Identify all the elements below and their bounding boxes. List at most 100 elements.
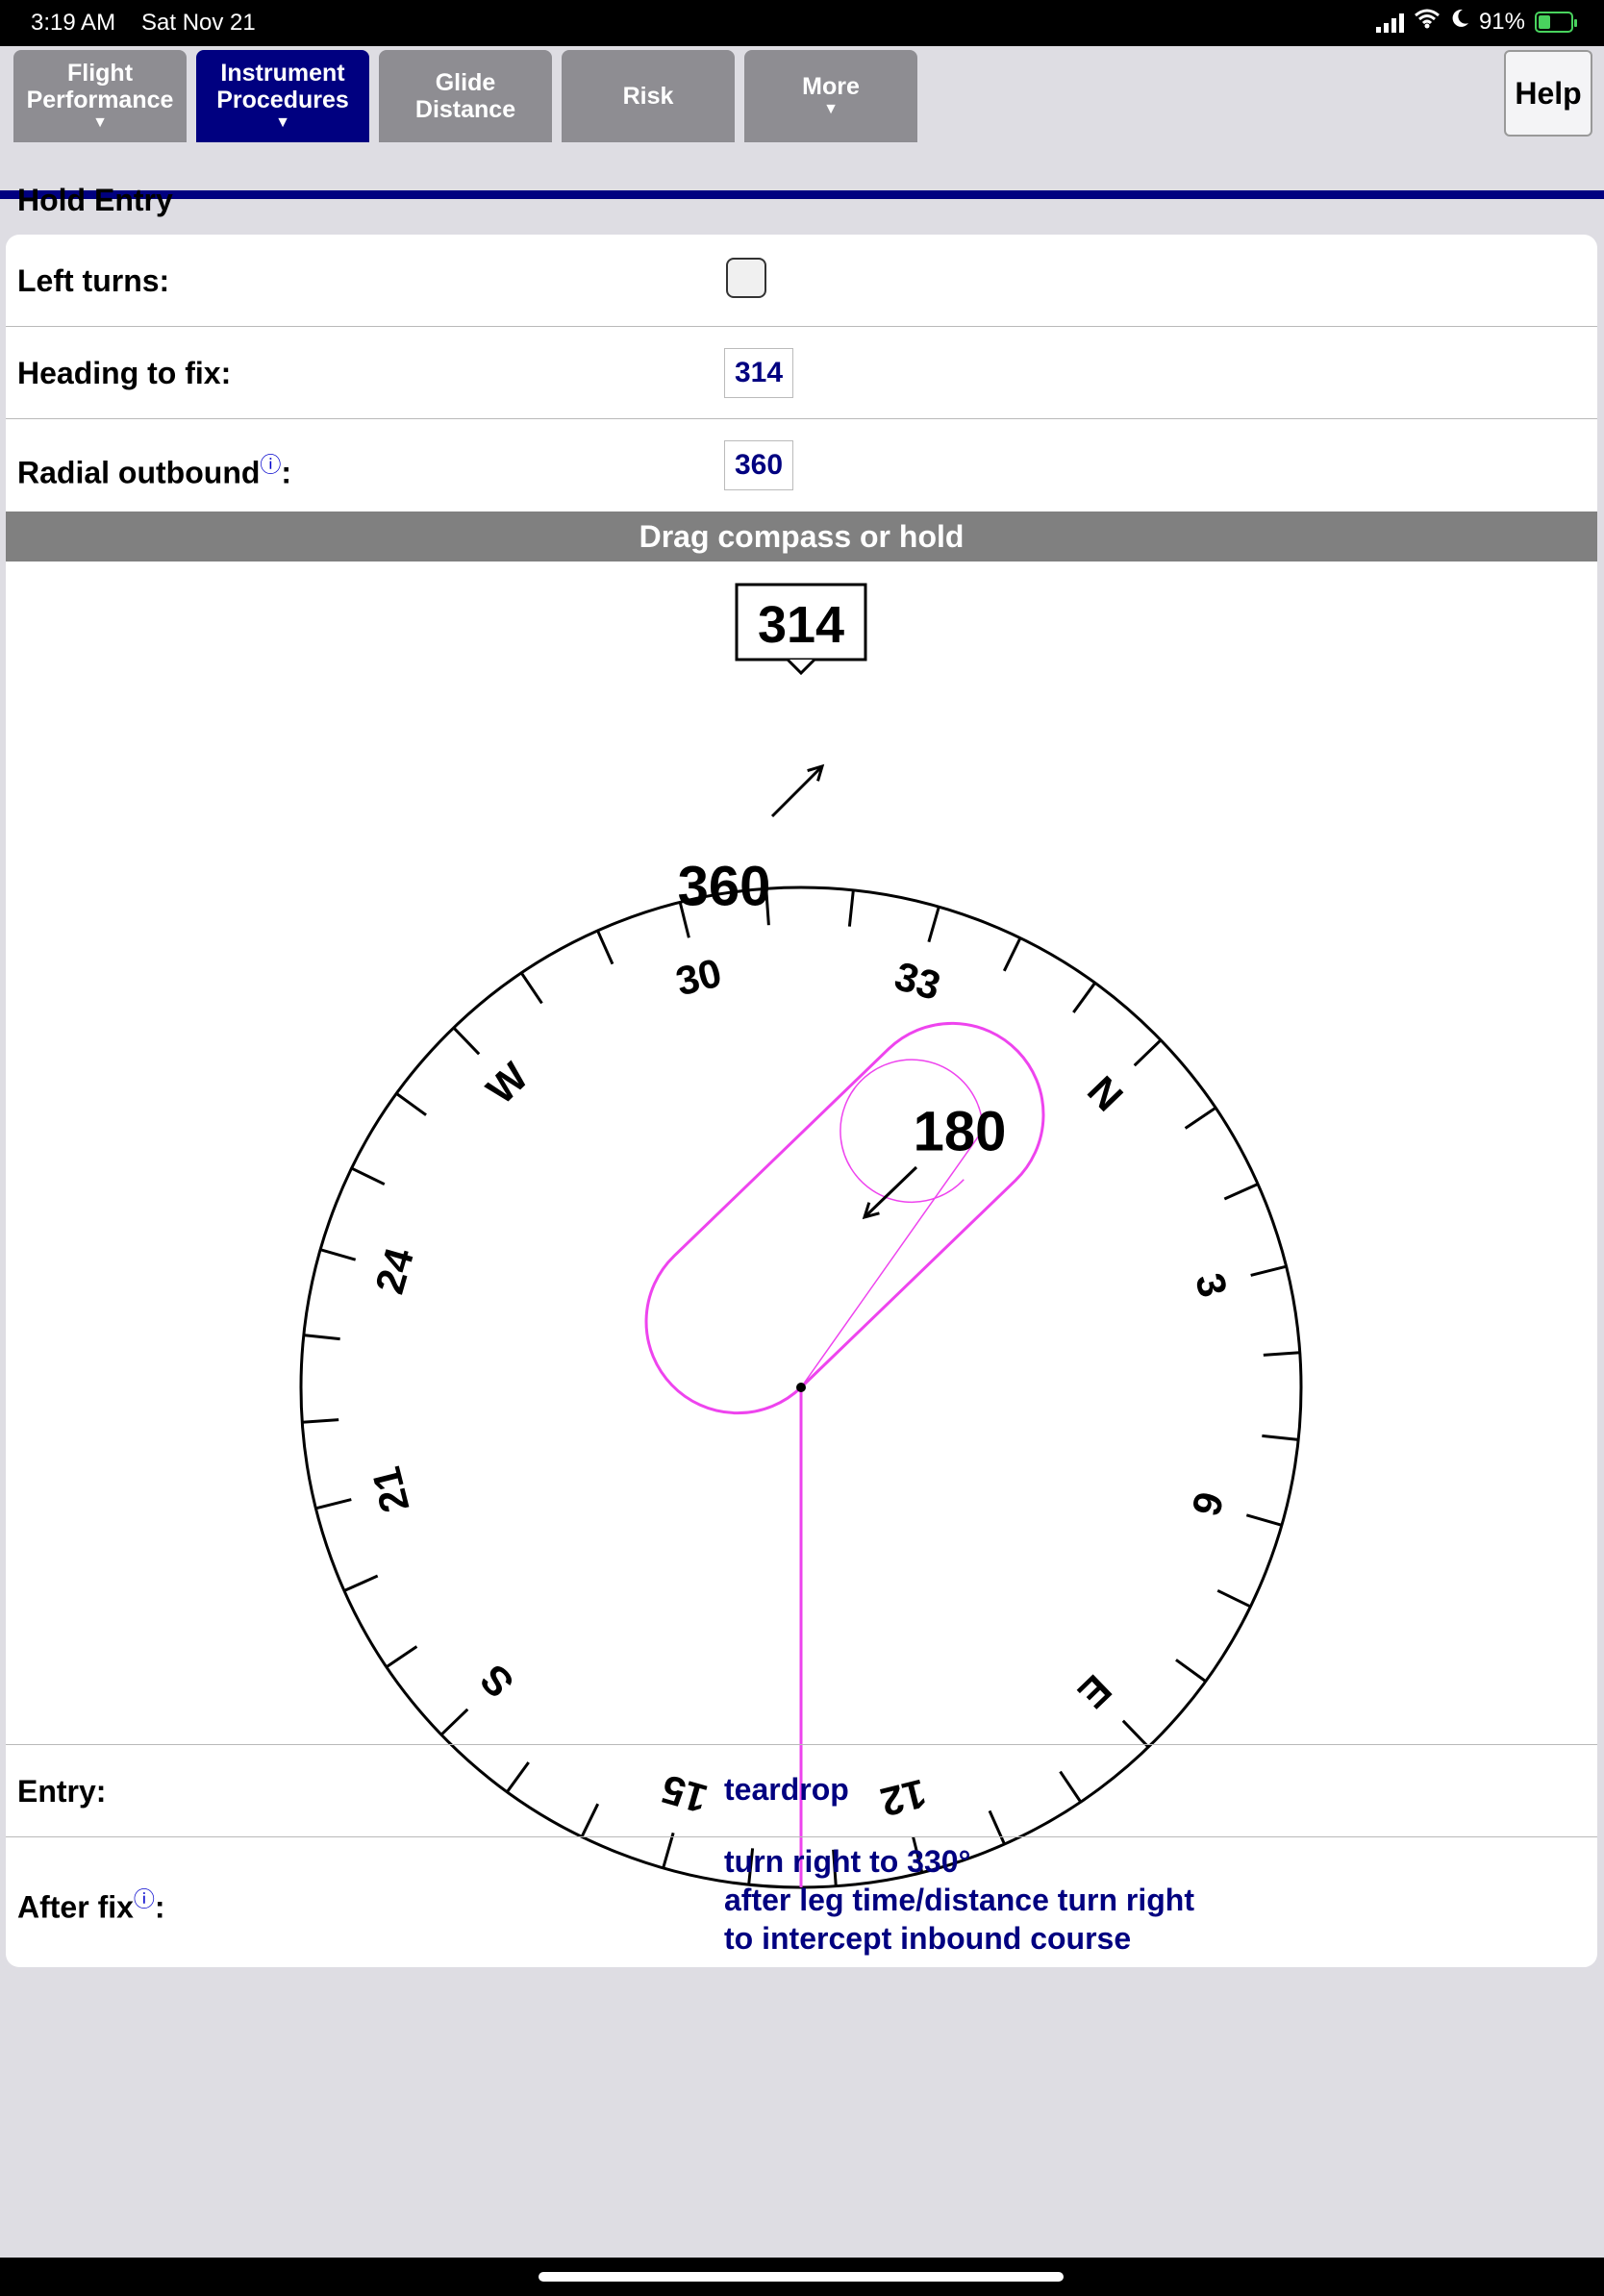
tab-bar: Flight Performance ▼ Instrument Procedur… [0, 46, 1604, 199]
reciprocal-arrow-icon-head [862, 1202, 880, 1220]
tab-label-line1: Glide [435, 69, 496, 96]
heading-input[interactable]: 314 [724, 348, 793, 398]
chevron-down-icon: ▼ [275, 114, 290, 131]
teardrop-turn [840, 1059, 984, 1204]
tab-label-line2: Performance [26, 87, 174, 113]
racetrack [644, 1021, 1045, 1415]
tab-flight-performance[interactable]: Flight Performance ▼ [13, 50, 187, 142]
compass-tick [1245, 1513, 1283, 1527]
compass-tick [350, 1166, 386, 1186]
compass-label-e: E [1069, 1666, 1120, 1717]
after-fix-instructions: turn right to 330° after leg time/distan… [724, 1842, 1194, 1958]
compass-label-n: N [1079, 1067, 1132, 1119]
status-date: Sat Nov 21 [141, 10, 256, 36]
compass-tick [1184, 1106, 1216, 1130]
compass-tick [847, 889, 855, 927]
hold-entry-card: Left turns: Heading to fix: 314 Radial o… [6, 235, 1597, 1967]
compass-tick [1059, 1770, 1083, 1803]
compass-tick [395, 1092, 427, 1116]
radial-arrow-icon [770, 764, 824, 818]
cellular-signal-icon [1375, 12, 1404, 33]
compass-label-24: 24 [366, 1242, 422, 1298]
radial-label-wrap: Radial outboundⓘ: [17, 448, 291, 491]
radial-label: Radial outbound [17, 455, 261, 490]
radial-row: Radial outboundⓘ: 360 [6, 419, 1597, 511]
tab-glide-distance[interactable]: Glide Distance [379, 50, 552, 142]
status-right: 91% [1375, 8, 1577, 36]
heading-label: Heading to fix: [17, 356, 232, 390]
compass-label-s: S [471, 1656, 522, 1707]
compass-label-3: 3 [1187, 1269, 1236, 1302]
compass-tick [1002, 936, 1022, 972]
compass-tick [580, 1803, 600, 1838]
compass-tick [319, 1248, 357, 1261]
compass-tick [832, 1849, 838, 1886]
status-time: 3:19 AM [31, 10, 116, 36]
radial-input[interactable]: 360 [724, 440, 793, 490]
entry-label: Entry: [17, 1774, 107, 1809]
tab-underline [0, 190, 1604, 199]
wifi-icon [1414, 8, 1441, 36]
compass-tick [452, 1026, 481, 1056]
tab-label-line2: Distance [414, 96, 516, 123]
after-fix-line: turn right to 330° [724, 1844, 971, 1879]
compass-tick [315, 1498, 352, 1510]
tab-label-line1: More [802, 73, 860, 100]
help-button[interactable]: Help [1504, 50, 1592, 137]
tab-label-line1: Flight [66, 60, 134, 87]
compass-tick [1250, 1264, 1287, 1277]
after-fix-row: After fixⓘ: turn right to 330° after leg… [6, 1836, 1597, 1967]
chevron-down-icon: ▼ [823, 101, 839, 117]
compass-tick [1223, 1183, 1259, 1201]
tab-more[interactable]: More ▼ [744, 50, 917, 142]
compass-label-21: 21 [363, 1462, 418, 1517]
info-icon[interactable]: ⓘ [133, 1887, 155, 1911]
reciprocal-arrow-icon [863, 1165, 918, 1219]
left-turns-row: Left turns: [6, 235, 1597, 327]
compass-tick [343, 1574, 379, 1592]
teardrop-leg [800, 1129, 984, 1388]
compass-tick [662, 1832, 675, 1869]
after-fix-colon: : [154, 1889, 165, 1925]
drag-instruction-bar: Drag compass or hold [6, 512, 1597, 562]
after-fix-line: after leg time/distance turn right [724, 1883, 1194, 1917]
compass-label-6: 6 [1183, 1487, 1233, 1521]
after-fix-label-wrap: After fixⓘ: [17, 1883, 165, 1926]
compass-tick [1175, 1659, 1207, 1683]
heading-box-notch [786, 658, 816, 676]
compass-tick [386, 1645, 418, 1669]
heading-value: 314 [758, 596, 844, 654]
home-indicator[interactable] [539, 2272, 1064, 2282]
left-turns-label: Left turns: [17, 263, 170, 298]
moon-icon [1450, 8, 1469, 36]
compass-tick [912, 1836, 924, 1873]
tab-instrument-procedures[interactable]: Instrument Procedures ▼ [196, 50, 369, 142]
compass-tick [506, 1761, 530, 1793]
compass-tick [1121, 1719, 1150, 1749]
tab-risk[interactable]: Risk [562, 50, 735, 142]
section-title: Hold Entry [17, 183, 173, 217]
compass-label-12: 12 [876, 1770, 931, 1825]
chevron-down-icon: ▼ [92, 114, 108, 131]
compass-tick [1262, 1434, 1299, 1441]
status-bar: 3:19 AM Sat Nov 21 91% [0, 0, 1604, 46]
tab-label-line1: Risk [622, 83, 674, 110]
left-turns-checkbox[interactable] [726, 258, 766, 298]
fix-point [796, 1383, 806, 1392]
entry-row: Entry: teardrop [6, 1744, 1597, 1837]
heading-box [735, 583, 867, 661]
after-fix-line: to intercept inbound course [724, 1921, 1132, 1956]
compass-label-30: 30 [671, 950, 726, 1005]
compass-tick [927, 906, 940, 943]
entry-value: teardrop [724, 1772, 849, 1807]
heading-pointer: 314 [735, 583, 867, 676]
compass-tick [1263, 1351, 1300, 1357]
info-icon[interactable]: ⓘ [260, 453, 282, 477]
compass-tick [764, 888, 770, 926]
compass-tick [1072, 982, 1096, 1013]
compass-tick [1133, 1038, 1163, 1067]
